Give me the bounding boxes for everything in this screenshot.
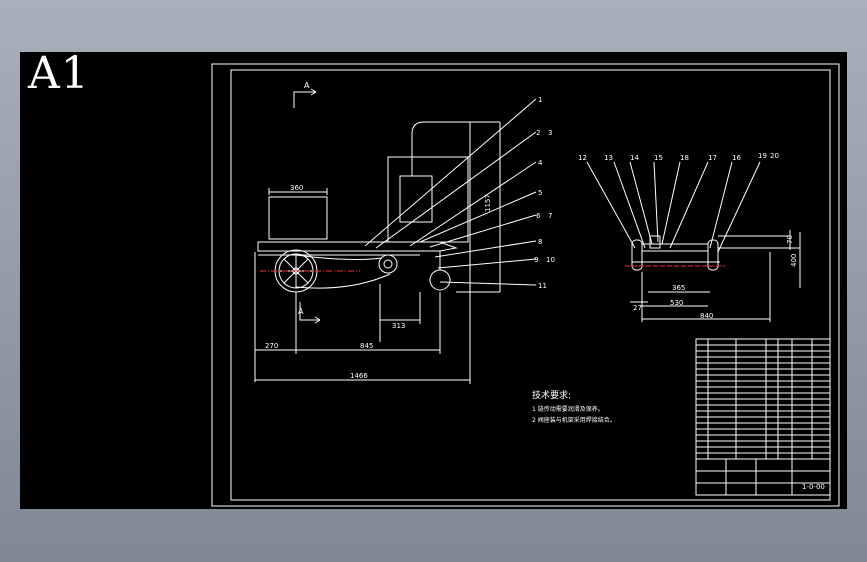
balloon-7: 7	[548, 212, 552, 220]
side-balloons: 12 13 14 15 18 17 16 19 20	[578, 152, 779, 162]
chain-drive	[295, 254, 391, 289]
balloon-12: 12	[578, 154, 587, 162]
balloon-19: 19	[758, 152, 767, 160]
balloon-2: 2	[536, 129, 540, 137]
balloon-20: 20	[770, 152, 779, 160]
dim-height: 1157	[484, 194, 492, 212]
tech-req-title: 技术要求:	[532, 389, 571, 401]
balloon-15: 15	[654, 154, 663, 162]
balloon-5: 5	[538, 189, 542, 197]
tech-req-item-2: 2 阀座装与机架采用焊接结合。	[532, 416, 616, 424]
balloon-14: 14	[630, 154, 639, 162]
guide-wheel	[429, 269, 451, 291]
dim-400: 400	[790, 254, 798, 267]
leader-lines-side	[586, 161, 761, 253]
dim-27: 27	[633, 304, 642, 312]
balloon-18: 18	[680, 154, 689, 162]
front-view: A 360 1157	[254, 81, 501, 384]
balloon-13: 13	[604, 154, 613, 162]
sheet-inner-border	[230, 69, 831, 501]
balloon-10: 10	[546, 256, 555, 264]
hopper-box	[399, 175, 433, 223]
dim-530: 530	[670, 299, 683, 307]
balloon-3: 3	[548, 129, 552, 137]
parts-list	[695, 338, 831, 460]
balloon-11: 11	[538, 282, 547, 290]
technical-requirements: 技术要求: 1 链传动需要润滑及保养。 2 阀座装与机架采用焊接结合。	[532, 389, 616, 424]
dim-270: 270	[265, 342, 278, 350]
drawing-number: 1-0-00	[802, 483, 825, 491]
balloon-8: 8	[538, 238, 542, 246]
dim-845: 845	[360, 342, 373, 350]
handle-tube	[411, 121, 470, 176]
balloon-1: 1	[538, 96, 542, 104]
sheet-outer-border	[211, 63, 840, 507]
section-mark-top: A	[304, 81, 310, 90]
hopper-frame	[387, 156, 469, 243]
balloon-17: 17	[708, 154, 717, 162]
dim-365: 365	[672, 284, 685, 292]
balloon-4: 4	[538, 159, 543, 167]
side-view: 70 400 27 365 530 840	[625, 230, 801, 322]
drawing-canvas: A 360 1157	[211, 63, 840, 507]
dim-overall: 1466	[350, 372, 368, 380]
engine-box	[268, 196, 328, 240]
balloon-9: 9	[534, 256, 538, 264]
balloon-16: 16	[732, 154, 741, 162]
tech-req-item-1: 1 链传动需要润滑及保养。	[532, 405, 604, 413]
front-balloons: 1 2 3 4 5 6 7 8 9 10 11	[534, 96, 555, 290]
sprocket	[378, 254, 398, 274]
section-mark-bottom: A	[298, 307, 304, 316]
dim-840: 840	[700, 312, 713, 320]
dim-tank-width: 360	[290, 184, 303, 192]
dim-70: 70	[786, 235, 794, 244]
cad-viewport[interactable]: A1 A 360 1157	[20, 48, 847, 509]
frame-deck	[257, 241, 458, 252]
sheet-size-label: A1	[28, 48, 90, 99]
leader-lines-front	[364, 98, 537, 286]
title-block: 1-0-00	[695, 458, 831, 496]
dim-313: 313	[392, 322, 405, 330]
balloon-6: 6	[536, 212, 541, 220]
